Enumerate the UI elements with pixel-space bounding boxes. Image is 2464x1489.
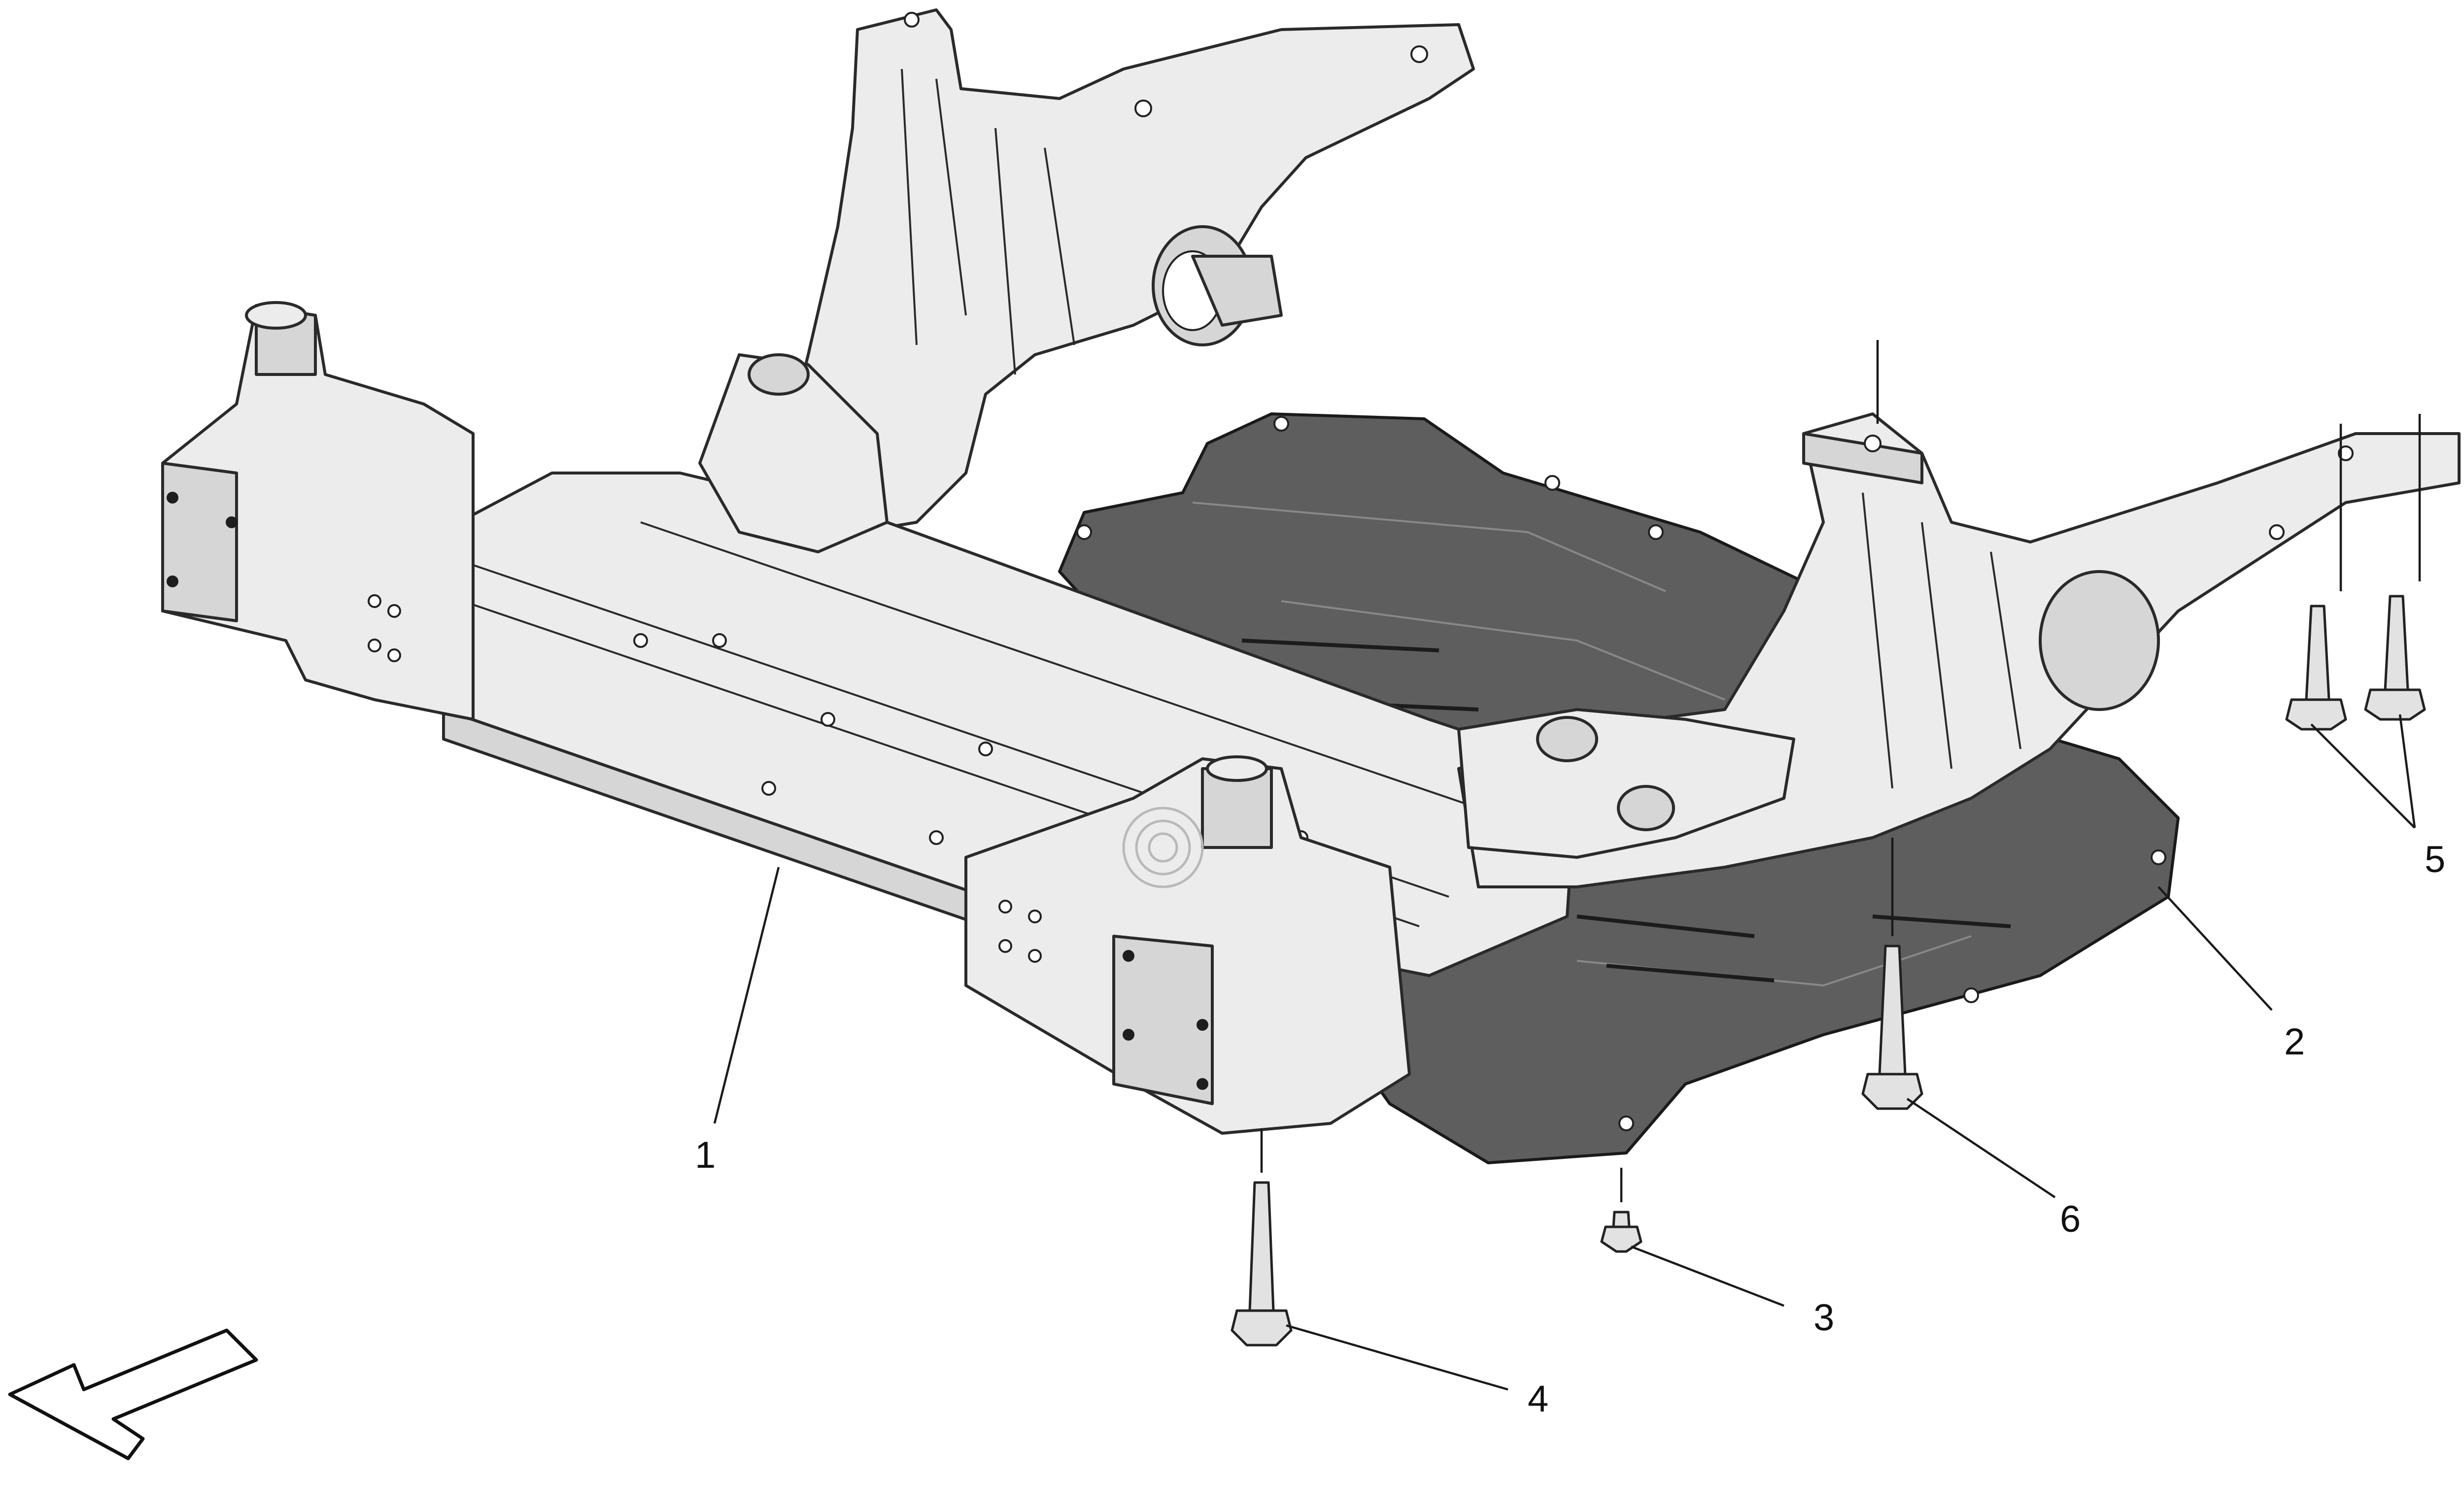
callout-1: 1	[695, 1134, 716, 1176]
bolt-part-4	[1231, 1128, 1293, 1347]
leader-lines	[713, 714, 2416, 1391]
callout-labels: 1 2 3 4 5 6	[695, 839, 2445, 1420]
watermark-logo	[1122, 807, 1204, 888]
callout-5: 5	[2425, 839, 2445, 880]
direction-arrow-icon	[8, 1328, 258, 1460]
fastener-part-3	[1600, 1168, 1643, 1253]
callout-4: 4	[1528, 1378, 1548, 1420]
callout-6: 6	[2060, 1198, 2081, 1240]
callout-2: 2	[2284, 1021, 2305, 1063]
callout-3: 3	[1814, 1297, 1834, 1339]
bolts-part-5	[2285, 414, 2426, 731]
front-subframe	[161, 8, 2461, 1135]
